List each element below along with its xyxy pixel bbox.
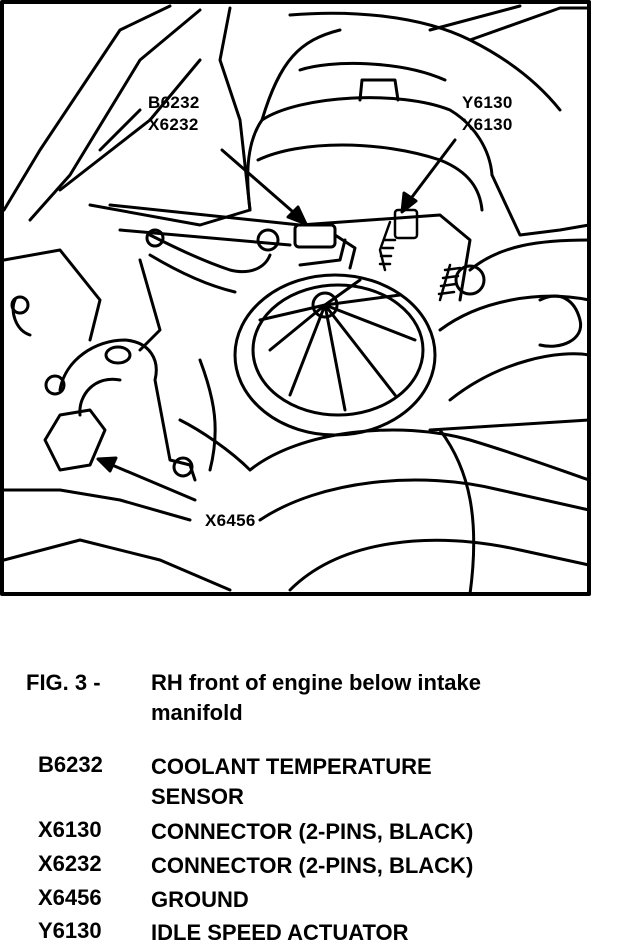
upper-left-housing — [2, 4, 252, 227]
figure-caption-line1: RH front of engine below intake — [151, 670, 482, 695]
arrowhead-y6130 — [400, 191, 418, 214]
callout-b6232: B6232 X6232 — [148, 92, 228, 136]
figure-label: FIG. 3 - — [26, 670, 101, 695]
figure-border — [0, 0, 591, 596]
figure-caption-line2: manifold — [151, 700, 243, 725]
legend-desc: IDLE SPEED ACTUATOR — [151, 920, 409, 945]
legend-row: X6130 CONNECTOR (2-PINS, BLACK) — [0, 817, 624, 851]
legend-code: Y6130 — [38, 918, 102, 943]
coolant-sensor — [293, 223, 357, 270]
legend-desc-line1: COOLANT TEMPERATURE — [151, 754, 432, 779]
arrow-x6456 — [103, 460, 197, 502]
callout-y6130: Y6130 X6130 — [462, 92, 542, 136]
figure-caption: RH front of engine below intake manifold — [151, 668, 611, 728]
ground-bracket — [2, 248, 197, 482]
legend-code: X6232 — [38, 851, 102, 876]
engine-illustration — [0, 0, 591, 596]
lower-engine — [2, 358, 591, 596]
legend-code: X6456 — [38, 885, 102, 910]
callout-y6130-code: Y6130 — [462, 93, 513, 112]
legend-row: Y6130 IDLE SPEED ACTUATOR — [0, 918, 624, 952]
legend-code: X6130 — [38, 817, 102, 842]
legend-desc: COOLANT TEMPERATURE SENSOR — [151, 752, 601, 812]
legend-desc-line2: SENSOR — [151, 784, 244, 809]
legend-row: X6456 GROUND — [0, 885, 624, 919]
arrowhead-x6456 — [96, 456, 118, 473]
arrow-y6130 — [404, 138, 457, 207]
callout-b6232-code: B6232 — [148, 93, 200, 112]
idle-speed-actuator — [233, 273, 437, 437]
legend-desc: GROUND — [151, 887, 249, 912]
legend-code: B6232 — [38, 752, 103, 777]
arrowhead-b6232 — [286, 205, 308, 226]
callout-arrows — [96, 138, 457, 502]
callout-x6456: X6456 — [205, 510, 285, 532]
callout-x6130-code: X6130 — [462, 115, 513, 134]
callout-x6232-code: X6232 — [148, 115, 199, 134]
legend-row: X6232 CONNECTOR (2-PINS, BLACK) — [0, 851, 624, 885]
connector-wires — [378, 208, 462, 302]
throttle-body — [108, 203, 472, 302]
callout-x6456-code: X6456 — [205, 511, 256, 530]
legend-desc: CONNECTOR (2-PINS, BLACK) — [151, 819, 474, 844]
arrow-b6232 — [220, 148, 302, 220]
right-engine-parts — [428, 173, 591, 432]
legend-desc: CONNECTOR (2-PINS, BLACK) — [151, 853, 474, 878]
legend-row: B6232 COOLANT TEMPERATURE SENSOR — [0, 752, 624, 809]
intake-duct — [246, 4, 591, 212]
